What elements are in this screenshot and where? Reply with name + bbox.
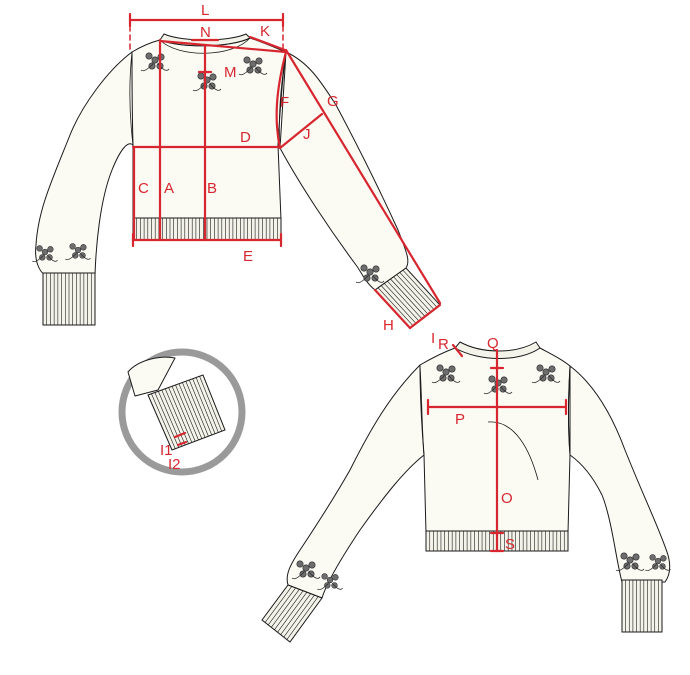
measurement-lines bbox=[128, 12, 568, 553]
measure-line-K bbox=[248, 35, 287, 52]
rib-line bbox=[283, 594, 315, 638]
flower-motif-icon bbox=[531, 364, 561, 384]
rib-line bbox=[182, 382, 206, 438]
label-F: F bbox=[280, 94, 289, 111]
rib-line bbox=[264, 586, 293, 623]
label-K: K bbox=[260, 23, 270, 40]
back-drape-line bbox=[487, 421, 539, 481]
cuff-detail bbox=[118, 348, 246, 476]
rib-line bbox=[267, 587, 296, 626]
rib-line bbox=[384, 283, 420, 322]
flower-motif-icon bbox=[355, 264, 385, 284]
flower-motif-icon bbox=[32, 245, 58, 263]
flower-motif-icon bbox=[317, 573, 343, 591]
back-right-sleeve bbox=[569, 365, 671, 583]
flower-motif-icon bbox=[238, 56, 268, 76]
measure-line-I1 bbox=[173, 431, 187, 439]
label-I: I bbox=[431, 330, 435, 347]
measure-line-I bbox=[408, 303, 442, 330]
rib-line bbox=[396, 274, 432, 313]
label-I2: I2 bbox=[168, 456, 181, 473]
label-H: H bbox=[383, 317, 394, 334]
rib-line bbox=[185, 381, 209, 437]
measure-line-R bbox=[451, 343, 464, 358]
rib-line bbox=[199, 376, 222, 432]
flower-motif-icon bbox=[65, 243, 91, 261]
back-right-armhole-seam bbox=[568, 365, 571, 456]
rib-line bbox=[286, 596, 319, 640]
label-E: E bbox=[243, 248, 253, 265]
rib-line bbox=[377, 287, 414, 326]
label-N: N bbox=[200, 24, 211, 41]
zoom-sleeve bbox=[127, 356, 176, 397]
measure-line-I2 bbox=[176, 440, 188, 447]
label-B: B bbox=[207, 180, 217, 197]
label-S: S bbox=[505, 536, 515, 553]
front-view bbox=[35, 33, 441, 329]
measure-line-G bbox=[284, 48, 442, 305]
measure-line-shoulder bbox=[158, 39, 288, 54]
rib-line bbox=[188, 379, 213, 436]
front-left-sleeve bbox=[35, 51, 134, 276]
rib-line bbox=[402, 269, 438, 308]
label-M: M bbox=[224, 64, 237, 81]
label-A: A bbox=[164, 180, 174, 197]
label-L: L bbox=[201, 2, 209, 19]
rib-line bbox=[390, 278, 426, 317]
back-neck-rib bbox=[454, 341, 541, 359]
rib-line bbox=[154, 392, 179, 448]
rib-line bbox=[271, 589, 300, 628]
flower-motif-icon bbox=[645, 554, 671, 572]
rib-line bbox=[171, 386, 196, 442]
rib-line bbox=[393, 276, 429, 315]
measure-line-F bbox=[275, 50, 288, 150]
label-D: D bbox=[240, 129, 251, 146]
rib-line bbox=[192, 378, 216, 434]
back-right-cuff bbox=[621, 579, 663, 633]
back-left-sleeve bbox=[286, 364, 425, 599]
flower-motifs bbox=[32, 52, 671, 591]
rib-line bbox=[178, 383, 203, 439]
back-left-armhole-seam bbox=[419, 364, 425, 456]
measure-line-J bbox=[278, 112, 324, 150]
flower-motif-icon bbox=[431, 364, 461, 384]
rib-line bbox=[277, 592, 308, 633]
rib-line bbox=[158, 391, 183, 447]
rib-line bbox=[380, 285, 417, 324]
label-I1: I1 bbox=[160, 442, 173, 459]
rib-line bbox=[175, 384, 199, 441]
rib-line bbox=[399, 272, 435, 310]
flower-motif-icon bbox=[291, 560, 321, 580]
rib-line bbox=[168, 387, 193, 443]
rib-line bbox=[164, 388, 189, 444]
label-O: O bbox=[501, 490, 513, 507]
front-left-armhole-seam bbox=[129, 51, 134, 146]
rib-line bbox=[274, 590, 304, 630]
label-R: R bbox=[438, 336, 449, 353]
rib-line bbox=[161, 389, 186, 446]
label-P: P bbox=[455, 411, 465, 428]
label-C: C bbox=[138, 180, 149, 197]
rib-line bbox=[387, 280, 423, 320]
back-view bbox=[261, 341, 671, 643]
rib-line bbox=[280, 593, 311, 635]
rib-line bbox=[195, 377, 219, 433]
rib-line bbox=[151, 393, 176, 449]
flower-motif-icon bbox=[615, 552, 645, 572]
measure-line-H bbox=[373, 288, 412, 330]
label-J: J bbox=[303, 126, 311, 143]
label-Q: Q bbox=[487, 335, 499, 352]
front-right-sleeve bbox=[279, 51, 409, 291]
measurement-labels: L N K M F G J D C A B E H I R Q P O S I1… bbox=[138, 2, 515, 553]
label-G: G bbox=[327, 93, 339, 110]
